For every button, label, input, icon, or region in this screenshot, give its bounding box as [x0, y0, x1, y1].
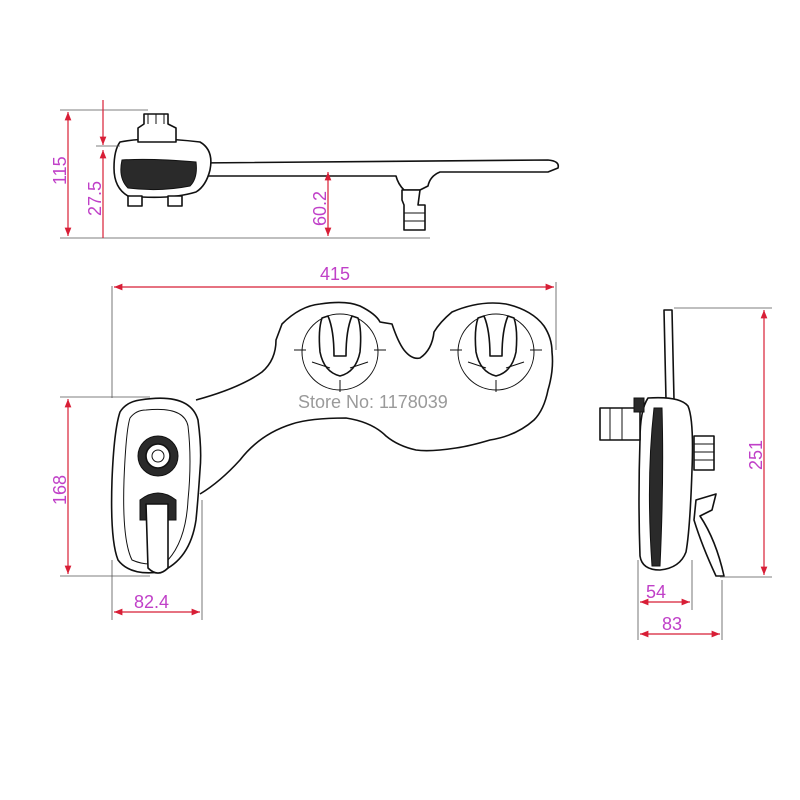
end-control-body: [638, 396, 694, 571]
side-mounting-plate: [194, 159, 560, 191]
end-nozzle: [599, 407, 641, 441]
dim-label-82-4: 82.4: [134, 592, 169, 612]
dim-label-54: 54: [646, 582, 666, 602]
top-mounting-plate: [195, 301, 554, 495]
dim-label-60-2: 60.2: [310, 191, 330, 226]
side-foot-right: [167, 195, 183, 207]
side-view: 115 27.5 60.2: [50, 100, 560, 239]
left-bolt-cutout: [294, 313, 386, 392]
dim-label-251: 251: [746, 440, 766, 470]
dim-label-27-5: 27.5: [85, 181, 105, 216]
pressure-lever-icon[interactable]: [139, 492, 177, 574]
side-nozzle: [401, 189, 426, 231]
end-mounting-plate: [663, 309, 675, 401]
end-dial-icon: [693, 435, 715, 471]
dim-label-415: 415: [320, 264, 350, 284]
dim-label-115: 115: [50, 156, 70, 185]
dim-label-168: 168: [50, 475, 70, 505]
top-view: 415 168 82.4 Store No: 1178039: [50, 264, 557, 620]
temperature-dial-icon[interactable]: [137, 435, 179, 477]
end-lever-icon: [693, 493, 725, 577]
end-body-shading: [648, 407, 664, 567]
right-bolt-cutout: [450, 313, 542, 392]
side-knob: [137, 113, 177, 143]
store-watermark: Store No: 1178039: [298, 392, 448, 412]
dim-label-83: 83: [662, 614, 682, 634]
side-foot-left: [127, 195, 143, 207]
end-view: 251 54 83: [599, 307, 772, 640]
side-body-shading: [120, 158, 197, 191]
